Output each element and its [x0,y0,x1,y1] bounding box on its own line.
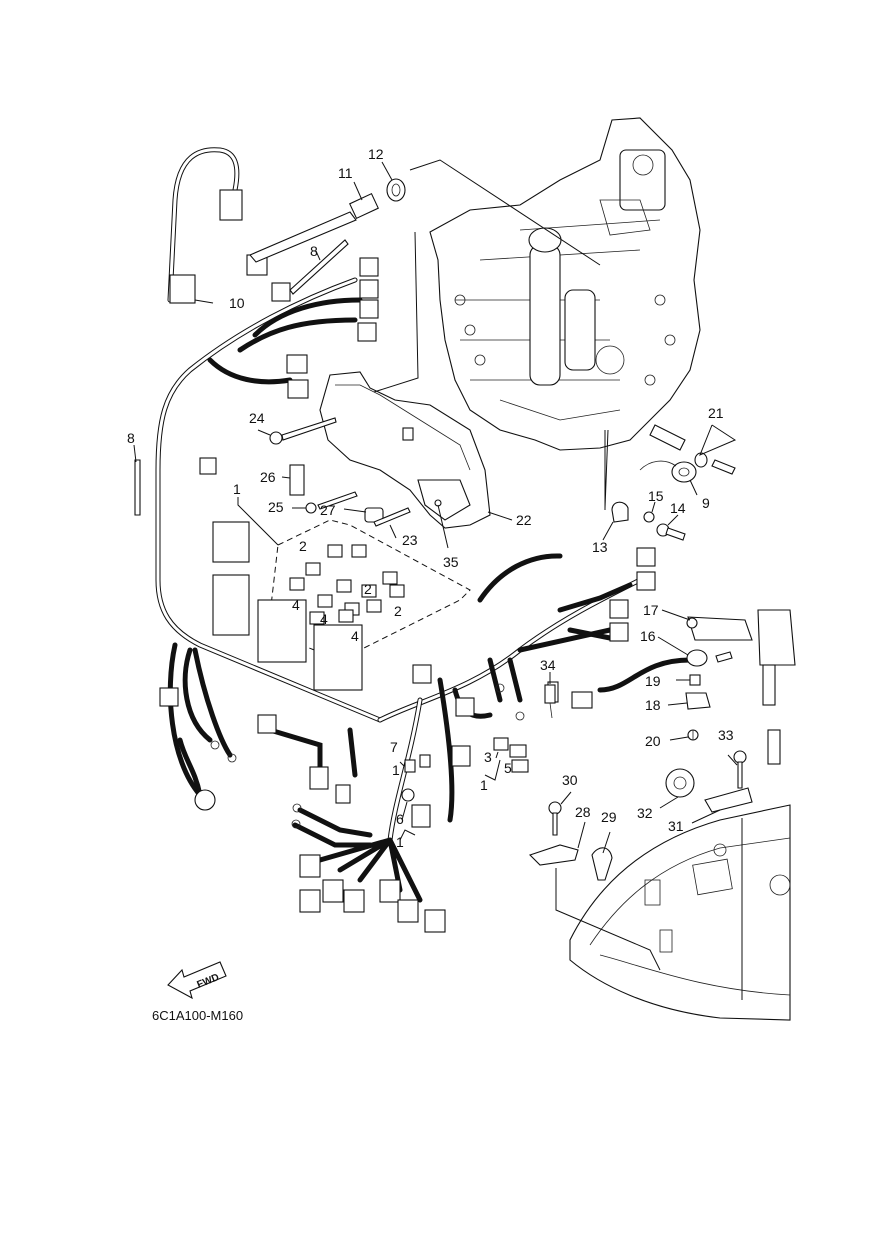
callout-4: 4 [292,597,300,613]
callout-28: 28 [575,804,591,820]
callout-24: 24 [249,410,265,426]
callout-7: 7 [390,739,398,755]
bottom-cowling-illustration [569,804,791,1021]
callout-33: 33 [718,727,734,743]
callout-26: 26 [260,469,276,485]
callout-2: 2 [364,581,372,597]
callout-5: 5 [504,760,512,776]
callout-2: 2 [299,538,307,554]
relays-and-fuses [212,521,405,691]
callout-10: 10 [229,295,245,311]
callout-34: 34 [540,657,556,673]
callout-labels: 1 1 1 1 2 2 2 3 4 4 4 5 6 7 8 8 9 10 11 … [127,146,734,850]
callout-29: 29 [601,809,617,825]
hardware-parts [134,178,796,881]
main-wire-harness [155,147,693,903]
callout-2: 2 [394,603,402,619]
callout-14: 14 [670,500,686,516]
callout-8: 8 [127,430,135,446]
callout-16: 16 [640,628,656,644]
diagram-code: 6C1A100-M160 [152,1008,243,1023]
fwd-arrow: FWD [167,961,227,1000]
callout-4: 4 [351,628,359,644]
callout-17: 17 [643,602,659,618]
relay-group-outline [267,519,471,661]
leader-lines [133,159,743,1000]
callout-32: 32 [637,805,653,821]
callout-20: 20 [645,733,661,749]
connectors-upper [159,189,656,933]
callout-22: 22 [516,512,532,528]
callout-1: 1 [480,777,488,793]
callout-9: 9 [702,495,710,511]
callout-25: 25 [268,499,284,515]
callout-21: 21 [708,405,724,421]
callout-1: 1 [233,481,241,497]
callout-4: 4 [320,611,328,627]
callout-18: 18 [645,697,661,713]
engine-block-illustration [429,117,701,451]
callout-31: 31 [668,818,684,834]
callout-15: 15 [648,488,664,504]
electrical-bracket-illustration [319,371,491,529]
callout-3: 3 [484,749,492,765]
callout-1: 1 [392,762,400,778]
callout-1: 1 [396,834,404,850]
callout-13: 13 [592,539,608,555]
callout-11: 11 [338,165,353,181]
callout-12: 12 [368,146,384,162]
callout-27: 27 [320,502,336,518]
callout-30: 30 [562,772,578,788]
callout-8: 8 [310,243,318,259]
callout-23: 23 [402,532,418,548]
callout-19: 19 [645,673,661,689]
callout-35: 35 [443,554,459,570]
callout-6: 6 [396,811,404,827]
